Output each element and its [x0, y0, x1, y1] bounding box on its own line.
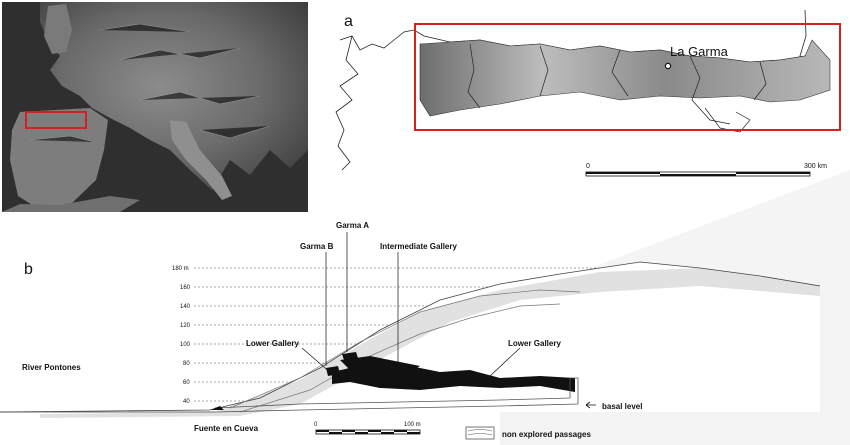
y-label-160: 160: [180, 285, 191, 291]
cantabria-map: La Garma: [335, 9, 841, 171]
y-label-40: 40: [183, 399, 190, 405]
la-garma-label: La Garma: [670, 44, 729, 59]
stratum-line-lower: [239, 303, 561, 413]
legend-swatch: [465, 426, 495, 440]
km-scale-bar: 0 300 km: [585, 163, 827, 177]
hill-profile: [0, 261, 821, 413]
non-explored-passage: [214, 377, 579, 413]
label-garma-a: Garma A: [336, 221, 369, 230]
m-scale-bar: 0 100 m: [314, 422, 421, 435]
label-intermediate-gallery: Intermediate Gallery: [380, 242, 457, 251]
y-label-100: 100: [180, 342, 191, 348]
hill-fill: [40, 262, 820, 412]
fuente-en-cueva-marker: [210, 406, 224, 410]
stratum-line-upper: [229, 289, 581, 409]
y-label-120: 120: [180, 323, 191, 329]
label-garma-b: Garma B: [300, 242, 334, 251]
panel-a-letter: a: [344, 13, 353, 30]
cave-garma-b: [326, 366, 340, 376]
m-scale-end: 100 m: [404, 422, 421, 428]
iberia-landmass: [10, 108, 108, 210]
galicia-coast: [335, 35, 359, 171]
label-fuente-en-cueva: Fuente en Cueva: [194, 424, 259, 433]
km-scale-start: 0: [586, 163, 590, 170]
y-label-140: 140: [180, 304, 191, 310]
label-lower-gallery-left: Lower Gallery: [246, 339, 299, 348]
label-river-pontones: River Pontones: [22, 363, 81, 372]
europe-relief-inset: [2, 2, 308, 212]
north-africa-landmass: [2, 196, 140, 212]
y-label-180: 180 m: [172, 266, 189, 272]
slope-deposit: [40, 268, 820, 418]
legend-text: non explored passages: [502, 430, 591, 439]
label-lower-gallery-right: Lower Gallery: [508, 339, 561, 348]
britain-landmass: [44, 4, 72, 54]
study-area-highlight-inset: [25, 111, 87, 129]
leader-lines: [301, 232, 521, 377]
m-scale-start: 0: [314, 422, 318, 428]
cave-lower-gallery: [332, 366, 575, 392]
study-area-box: [414, 23, 841, 131]
legend: non explored passages: [465, 426, 591, 440]
cave-intermediate-gallery: [340, 356, 420, 372]
basal-level-arrow: [585, 401, 596, 409]
elevation-labels: 180 m 160 140 120 100 80 60 40: [172, 266, 191, 405]
italy-landmass: [170, 120, 232, 200]
km-scale-end: 300 km: [804, 163, 827, 170]
y-label-80: 80: [183, 361, 190, 367]
cave-garma-a: [342, 352, 358, 360]
la-garma-marker: [664, 62, 672, 70]
y-label-60: 60: [183, 380, 190, 386]
panel-b-letter: b: [24, 261, 33, 278]
label-basal-level: basal level: [602, 402, 642, 411]
cantabrian-relief: [419, 39, 831, 117]
